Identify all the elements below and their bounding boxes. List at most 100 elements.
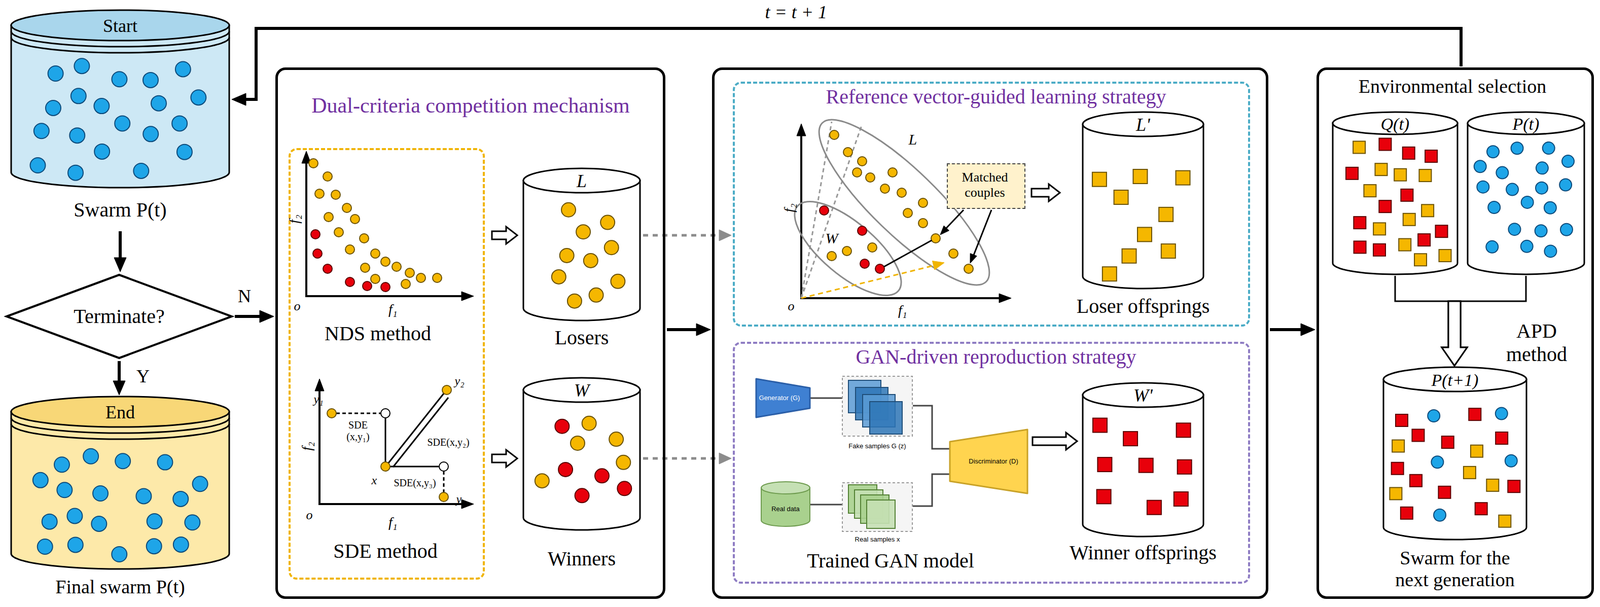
sample-square: [869, 401, 903, 435]
solution-dot: [589, 288, 604, 303]
offspring-square: [1373, 243, 1386, 257]
axis-arrow: [999, 293, 1012, 303]
offspring-square: [1435, 225, 1448, 238]
solution-dot: [334, 227, 344, 237]
offspring-square: [1176, 170, 1191, 186]
cylinder-body: [11, 25, 230, 188]
node-text: Start: [102, 15, 138, 37]
offspring-square: [1392, 440, 1405, 453]
solution-dot: [561, 202, 576, 218]
arrow-head: [113, 380, 126, 396]
offspring-square: [1463, 466, 1476, 479]
connector: [666, 323, 711, 336]
solution-dot: [576, 224, 591, 239]
solution-dot: [151, 95, 167, 112]
solution-dot: [416, 273, 426, 283]
solution-dot: [575, 488, 590, 503]
solution-dot: [604, 240, 619, 255]
cylinder-body: [1383, 379, 1527, 540]
solution-dot: [442, 385, 452, 395]
axis-line: [305, 295, 464, 298]
connector-line: [1269, 328, 1304, 332]
node-text: NDS method: [291, 322, 465, 346]
solution-dot: [171, 115, 188, 131]
solution-dot: [570, 436, 585, 451]
axis-label: f₁: [388, 514, 398, 531]
solution-dot: [1561, 155, 1575, 168]
offspring-cylinder: L'Loser offsprings: [1061, 112, 1225, 322]
shape-outline: [522, 377, 642, 571]
solution-dot: [1560, 223, 1573, 236]
shape-outline: [10, 396, 231, 601]
population-cylinder: Q(t): [1331, 112, 1459, 276]
block-arrow: [1441, 301, 1468, 366]
solution-dot: [350, 214, 360, 224]
node-text: P(t+1): [1431, 370, 1479, 390]
edge-label: N: [234, 286, 255, 307]
axis-label: f₂: [298, 441, 315, 451]
offspring-square: [1123, 431, 1138, 446]
connector-line: [643, 234, 722, 237]
solution-dot: [559, 248, 575, 263]
connector-line: [809, 504, 843, 506]
solution-dot: [327, 408, 337, 418]
node-text: Generator (G): [758, 394, 801, 403]
solution-dot: [1505, 454, 1518, 468]
solution-dot: [600, 215, 615, 230]
node-text: Terminate?: [43, 304, 196, 329]
node-text: End: [105, 402, 135, 423]
axis-label: L: [908, 130, 918, 149]
final-cylinder: EndFinal swarm P(t): [10, 396, 231, 601]
node-text: P(t): [1512, 114, 1540, 134]
connector-line: [666, 328, 700, 332]
cylinder-top: [1332, 112, 1458, 135]
solution-dot: [184, 514, 200, 530]
node-text: Environmental selection: [1320, 75, 1585, 98]
solution-dot: [875, 264, 885, 274]
solution-dot: [175, 61, 191, 77]
axis-line: [318, 388, 321, 505]
solution-dot: [190, 89, 206, 105]
axis-arrow: [314, 378, 325, 391]
axis-label: o: [306, 507, 313, 523]
node-text: Real data: [762, 505, 809, 514]
pair-line: [883, 240, 932, 267]
distance-line: [393, 397, 449, 468]
solution-dot: [70, 88, 87, 104]
connector: [1032, 432, 1078, 450]
solution-dot: [32, 472, 49, 488]
shifted-point: [439, 461, 449, 472]
connector: [114, 231, 127, 272]
node-text: Dual-criteria competition mechanism: [308, 93, 633, 118]
solution-dot: [111, 546, 127, 562]
cylinder-body: [1082, 395, 1204, 537]
block-arrow: [1032, 432, 1078, 450]
offspring-square: [1475, 502, 1488, 515]
arrow-head: [231, 93, 246, 106]
offspring-square: [1395, 414, 1408, 427]
solution-dot: [370, 249, 380, 259]
offspring-square: [1495, 432, 1508, 445]
arrow-head: [940, 225, 949, 235]
connector-line: [1395, 275, 1455, 302]
solution-dot: [819, 205, 829, 216]
sample-stack: Fake samples G (z): [839, 374, 916, 456]
sample-frame: [842, 482, 913, 532]
node-text: GAN-driven reproduction strategy: [752, 345, 1240, 369]
solution-dot: [401, 279, 411, 289]
node-text: Trained GAN model: [789, 549, 992, 573]
solution-dot: [308, 158, 318, 168]
reference-vector: [801, 265, 934, 299]
connector: [809, 504, 843, 506]
solution-dot: [66, 508, 83, 524]
population-cylinder: P(t): [1466, 112, 1586, 276]
solution-dot: [1544, 201, 1557, 215]
offspring-square: [1391, 462, 1404, 475]
offspring-square: [1400, 189, 1413, 202]
cylinder-top: [1082, 112, 1204, 137]
node-text: Fake samples G (z): [839, 442, 915, 451]
axis-label: APD method: [1493, 319, 1580, 367]
solution-dot: [342, 203, 352, 213]
offspring-square: [1507, 480, 1520, 493]
cylinder-top: [523, 377, 640, 403]
